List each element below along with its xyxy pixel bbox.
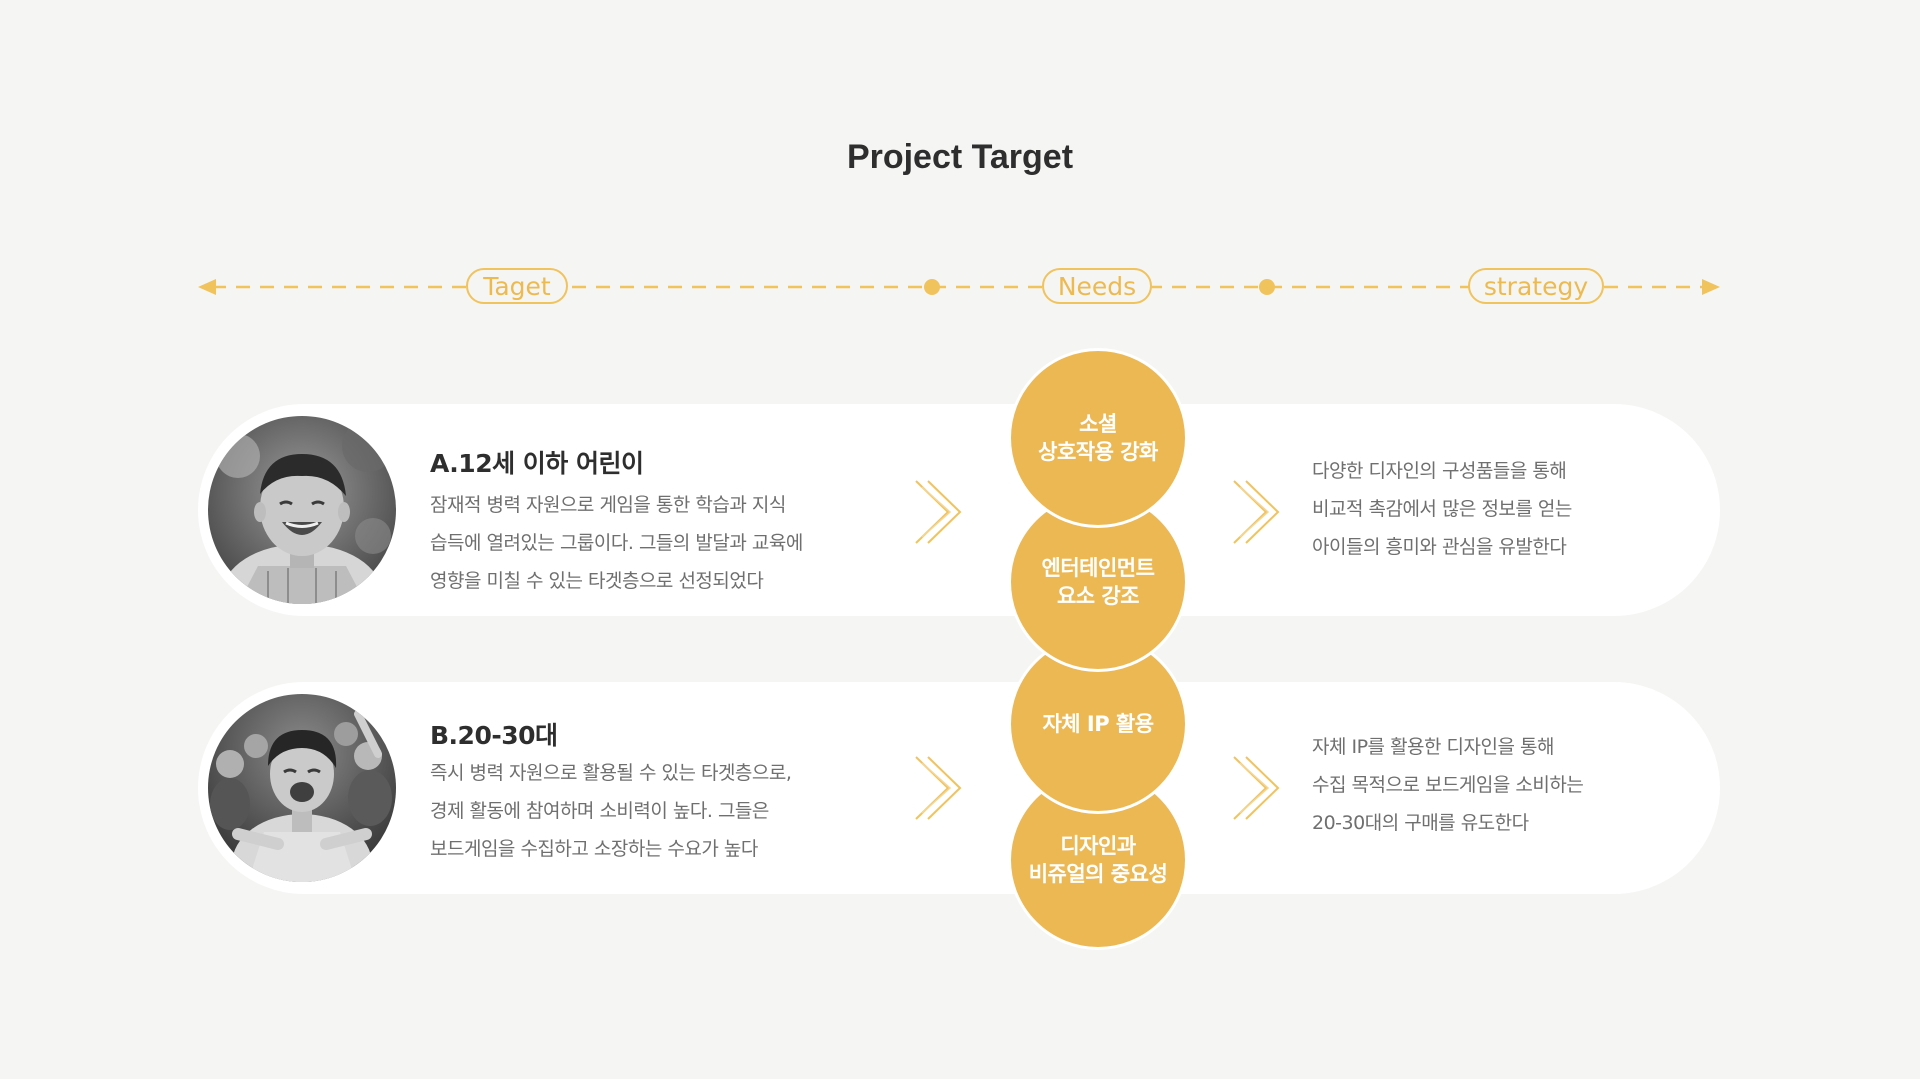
description-line: 보드게임을 수집하고 소장하는 수요가 높다 [430,838,758,860]
timeline-label-needs: Needs [1042,268,1152,304]
description-line: 영향을 미칠 수 있는 타겟층으로 선정되었다 [430,570,764,592]
needs-circle-entertainment: 엔터테인먼트 요소 강조 [1008,492,1188,672]
child-photo [208,416,396,604]
description-line: 습득에 열려있는 그룹이다. 그들의 발달과 교육에 [430,532,803,554]
double-chevron-right-icon [915,756,962,820]
double-chevron-right-icon [1233,480,1280,544]
strategy-text: 다양한 디자인의 구성품들을 통해 비교적 촉감에서 많은 정보를 얻는 아이들… [1312,452,1632,566]
timeline [198,279,1720,295]
needs-line: 요소 강조 [1056,584,1140,608]
arrow-left-icon [198,279,216,295]
target-row-b: B.20-30대 즉시 병력 자원으로 활용될 수 있는 타겟층으로, 경제 활… [198,682,1720,894]
double-chevron-right-icon [1233,756,1280,820]
needs-circle-social: 소셜 상호작용 강화 [1008,348,1188,528]
young-adults-photo [208,694,396,882]
description-line: 즉시 병력 자원으로 활용될 수 있는 타겟층으로, [430,762,792,784]
target-description: 잠재적 병력 자원으로 게임을 통한 학습과 지식 습득에 열려있는 그룹이다.… [430,486,850,600]
target-description: 즉시 병력 자원으로 활용될 수 있는 타겟층으로, 경제 활동에 참여하며 소… [430,754,850,868]
strategy-line: 자체 IP를 활용한 디자인을 통해 [1312,736,1554,758]
page-title: Project Target [846,138,1074,176]
description-line: 잠재적 병력 자원으로 게임을 통한 학습과 지식 [430,494,786,516]
target-title: B.20-30대 [430,721,558,750]
strategy-line: 수집 목적으로 보드게임을 소비하는 [1312,774,1584,796]
needs-line: 상호작용 강화 [1038,440,1158,464]
needs-line: 디자인과 [1060,834,1136,858]
strategy-line: 다양한 디자인의 구성품들을 통해 [1312,460,1567,482]
needs-line: 엔터테인먼트 [1041,556,1155,580]
timeline-label-strategy: strategy [1468,268,1604,304]
target-title: A.12세 이하 어린이 [430,449,644,478]
description-line: 경제 활동에 참여하며 소비력이 높다. 그들은 [430,800,769,822]
needs-line: 소셜 [1079,412,1117,436]
strategy-text: 자체 IP를 활용한 디자인을 통해 수집 목적으로 보드게임을 소비하는 20… [1312,728,1632,842]
timeline-dot-1 [924,279,940,295]
double-chevron-right-icon [915,480,962,544]
timeline-dot-2 [1259,279,1275,295]
strategy-line: 비교적 촉감에서 많은 정보를 얻는 [1312,498,1572,520]
strategy-line: 20-30대의 구매를 유도한다 [1312,812,1529,834]
arrow-right-icon [1702,279,1720,295]
needs-line: 비쥬얼의 중요성 [1028,862,1168,886]
strategy-line: 아이들의 흥미와 관심을 유발한다 [1312,536,1567,558]
timeline-label-target: Taget [466,268,568,304]
target-row-a: A.12세 이하 어린이 잠재적 병력 자원으로 게임을 통한 학습과 지식 습… [198,404,1720,616]
needs-line: 자체 IP 활용 [1042,712,1154,736]
